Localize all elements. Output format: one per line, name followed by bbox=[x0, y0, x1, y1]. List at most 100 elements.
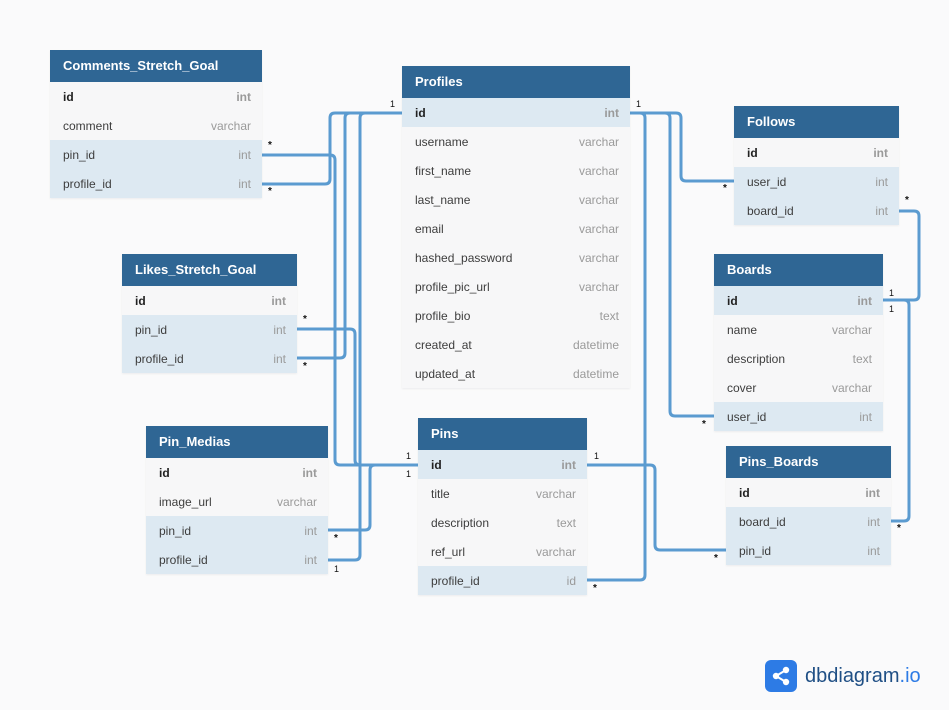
field-name: board_id bbox=[747, 203, 794, 218]
table-header[interactable]: Pins_Boards bbox=[726, 446, 891, 478]
rel-likes-profile-to-profiles-id bbox=[297, 111, 402, 360]
field-row[interactable]: id int bbox=[726, 478, 891, 507]
field-name: description bbox=[727, 351, 786, 366]
field-type: datetime bbox=[572, 337, 619, 352]
cardinality-one: 1 bbox=[594, 451, 600, 461]
field-type: int bbox=[867, 514, 880, 529]
table-header[interactable]: Profiles bbox=[402, 66, 630, 98]
field-name: id bbox=[727, 293, 738, 308]
field-type: int bbox=[859, 409, 872, 424]
field-name: profile_id bbox=[431, 573, 480, 588]
cardinality-many: * bbox=[268, 186, 272, 197]
field-type: varchar bbox=[276, 494, 317, 509]
field-name: updated_at bbox=[415, 366, 476, 381]
field-type: int bbox=[604, 105, 619, 120]
field-type: int bbox=[865, 485, 880, 500]
field-name: image_url bbox=[159, 494, 212, 509]
field-name: id bbox=[739, 485, 750, 500]
table-header[interactable]: Pin_Medias bbox=[146, 426, 328, 458]
brand-suffix: .io bbox=[899, 664, 921, 687]
field-name: username bbox=[415, 134, 469, 149]
cardinality-many: * bbox=[303, 361, 307, 372]
rel-boards-user-to-profiles-id bbox=[630, 111, 714, 418]
field-name: pin_id bbox=[159, 523, 192, 538]
field-name: created_at bbox=[415, 337, 472, 352]
cardinality-one: 1 bbox=[406, 469, 412, 479]
rel-likes-pin-to-pins-id bbox=[297, 327, 418, 467]
share-icon bbox=[765, 660, 797, 692]
cardinality-many: * bbox=[303, 314, 307, 325]
field-row[interactable]: created_at datetime bbox=[402, 330, 630, 359]
field-type: int bbox=[238, 147, 251, 162]
field-name: ref_url bbox=[431, 544, 466, 559]
table-header[interactable]: Pins bbox=[418, 418, 587, 450]
field-type: id bbox=[566, 573, 576, 588]
field-row[interactable]: first_name varchar bbox=[402, 156, 630, 185]
field-type: varchar bbox=[578, 163, 619, 178]
field-name: profile_pic_url bbox=[415, 279, 490, 294]
cardinality-many: * bbox=[723, 183, 727, 194]
field-name: hashed_password bbox=[415, 250, 513, 265]
field-type: varchar bbox=[578, 250, 619, 265]
cardinality-one: 1 bbox=[334, 564, 340, 574]
cardinality-many: * bbox=[714, 553, 718, 564]
brand-logo[interactable]: dbdiagram.io bbox=[765, 660, 921, 692]
cardinality-one: 1 bbox=[889, 288, 895, 298]
table-header[interactable]: Boards bbox=[714, 254, 883, 286]
table-header[interactable]: Comments_Stretch_Goal bbox=[50, 50, 262, 82]
field-row[interactable]: hashed_password varchar bbox=[402, 243, 630, 272]
rel-pinsboards-pin-to-pins-id bbox=[587, 463, 726, 552]
field-name: first_name bbox=[415, 163, 472, 178]
field-type: int bbox=[304, 552, 317, 567]
field-row[interactable]: profile_id id bbox=[418, 566, 587, 595]
field-type: varchar bbox=[578, 192, 619, 207]
table-header[interactable]: Likes_Stretch_Goal bbox=[122, 254, 297, 286]
field-name: board_id bbox=[739, 514, 786, 529]
cardinality-many: * bbox=[897, 523, 901, 534]
table-header[interactable]: Follows bbox=[734, 106, 899, 138]
field-name: profile_id bbox=[63, 176, 112, 191]
field-row[interactable]: image_url varchar bbox=[146, 487, 328, 516]
field-name: id bbox=[159, 465, 170, 480]
field-row[interactable]: board_id int bbox=[726, 507, 891, 536]
field-type: int bbox=[273, 322, 286, 337]
